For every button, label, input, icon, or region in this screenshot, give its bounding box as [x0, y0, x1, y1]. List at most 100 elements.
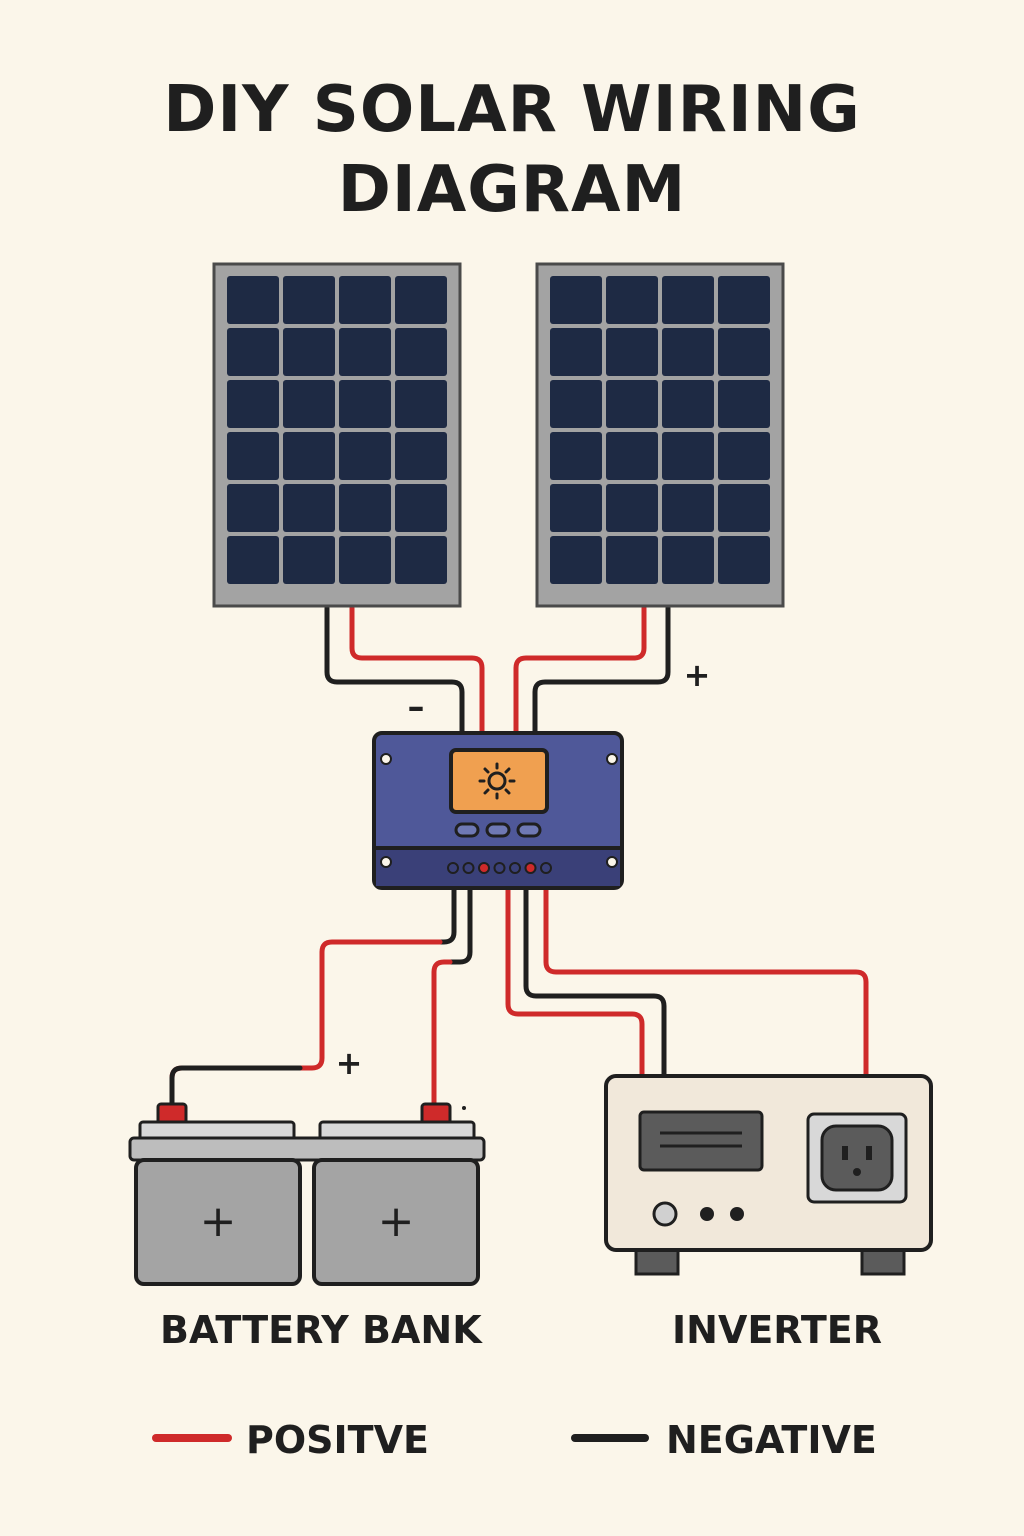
battery-bank-label: BATTERY BANK — [160, 1308, 482, 1352]
solar-cell — [227, 328, 279, 376]
panel2-positive-wire — [513, 605, 647, 736]
charge-controller — [372, 731, 624, 890]
solar-cell — [227, 536, 279, 584]
solar-cell — [339, 328, 391, 376]
solar-cell — [550, 432, 602, 480]
battery-left-positive-wire — [169, 939, 443, 1111]
solar-cell — [339, 432, 391, 480]
inverter-knob[interactable] — [652, 1201, 678, 1227]
battery-left — [134, 1158, 302, 1286]
solar-cell — [395, 380, 447, 428]
solar-cell — [395, 276, 447, 324]
controller-button-2[interactable] — [485, 822, 511, 838]
solar-cell — [395, 484, 447, 532]
solar-cell — [662, 380, 714, 428]
solar-cell — [283, 432, 335, 480]
panel-minus-sign: – — [408, 687, 425, 727]
solar-cell — [606, 276, 658, 324]
controller-button-3[interactable] — [516, 822, 542, 838]
inverter — [604, 1074, 933, 1276]
battery-right-plus-icon: + — [378, 1196, 415, 1247]
inverter-positive-wire-2 — [543, 885, 869, 1079]
legend-positive-label: POSITVE — [246, 1418, 429, 1462]
solar-cell — [227, 380, 279, 428]
inverter-indicator-1 — [700, 1207, 714, 1221]
controller-terminal — [524, 862, 537, 874]
solar-cell — [339, 276, 391, 324]
solar-cell — [283, 328, 335, 376]
solar-cell — [718, 432, 770, 480]
solar-cell — [662, 432, 714, 480]
solar-cell — [550, 536, 602, 584]
sun-icon — [478, 762, 516, 800]
inverter-label: INVERTER — [672, 1308, 883, 1352]
panel2-negative-wire — [532, 605, 671, 736]
solar-cell — [718, 380, 770, 428]
mount-hole — [380, 753, 392, 765]
solar-cell — [606, 432, 658, 480]
battery-left-negative-wire — [437, 885, 457, 945]
battery-right-negative-wire — [447, 885, 473, 965]
solar-cell — [339, 536, 391, 584]
solar-cell — [227, 484, 279, 532]
solar-cells — [550, 276, 770, 584]
inverter-indicator-2 — [730, 1207, 744, 1221]
solar-cell — [283, 380, 335, 428]
inverter-positive-wire-1 — [505, 885, 645, 1079]
solar-panel-left — [212, 262, 462, 608]
solar-cell — [339, 484, 391, 532]
solar-cell — [662, 276, 714, 324]
solar-cell — [550, 484, 602, 532]
solar-cell — [339, 380, 391, 428]
solar-cell — [283, 276, 335, 324]
solar-cell — [606, 380, 658, 428]
controller-terminal — [447, 862, 459, 874]
solar-cell — [718, 328, 770, 376]
solar-cell — [718, 276, 770, 324]
panel-plus-sign: + — [684, 656, 711, 694]
panel1-negative-wire — [324, 605, 465, 736]
controller-terminal — [540, 862, 552, 874]
battery-left-terminal-wire — [169, 1065, 303, 1111]
controller-terminal — [493, 862, 506, 874]
solar-cell — [606, 328, 658, 376]
battery-bank: + + — [128, 1102, 486, 1286]
battery-right-positive-wire — [431, 959, 453, 1111]
solar-cell — [550, 328, 602, 376]
panel1-positive-wire — [349, 605, 485, 736]
controller-button-1[interactable] — [454, 822, 480, 838]
battery-plus-sign: + — [336, 1044, 363, 1082]
outlet-icon — [820, 1124, 894, 1192]
solar-cells — [227, 276, 447, 584]
solar-cell — [395, 328, 447, 376]
solar-cell — [718, 536, 770, 584]
mount-hole — [606, 856, 618, 868]
solar-panel-right — [535, 262, 785, 608]
solar-cell — [283, 484, 335, 532]
solar-cell — [395, 536, 447, 584]
legend-negative-label: NEGATIVE — [666, 1418, 877, 1462]
solar-cell — [718, 484, 770, 532]
diagram-title: DIY SOLAR WIRING DIAGRAM — [0, 70, 1024, 230]
controller-terminal — [462, 862, 475, 874]
solar-cell — [550, 276, 602, 324]
solar-cell — [662, 484, 714, 532]
controller-screen — [449, 748, 549, 814]
solar-cell — [662, 536, 714, 584]
controller-terminal — [478, 862, 490, 874]
inverter-display — [638, 1110, 764, 1172]
battery-left-plus-icon: + — [200, 1196, 237, 1247]
inverter-negative-wire — [523, 885, 667, 1079]
solar-cell — [606, 484, 658, 532]
mount-hole — [380, 856, 392, 868]
solar-cell — [283, 536, 335, 584]
solar-cell — [227, 276, 279, 324]
mount-hole — [606, 753, 618, 765]
battery-right — [312, 1158, 480, 1286]
controller-terminal — [509, 862, 521, 874]
solar-cell — [606, 536, 658, 584]
solar-cell — [662, 328, 714, 376]
title-line-1: DIY SOLAR WIRING — [163, 73, 861, 147]
controller-terminals — [447, 862, 552, 874]
